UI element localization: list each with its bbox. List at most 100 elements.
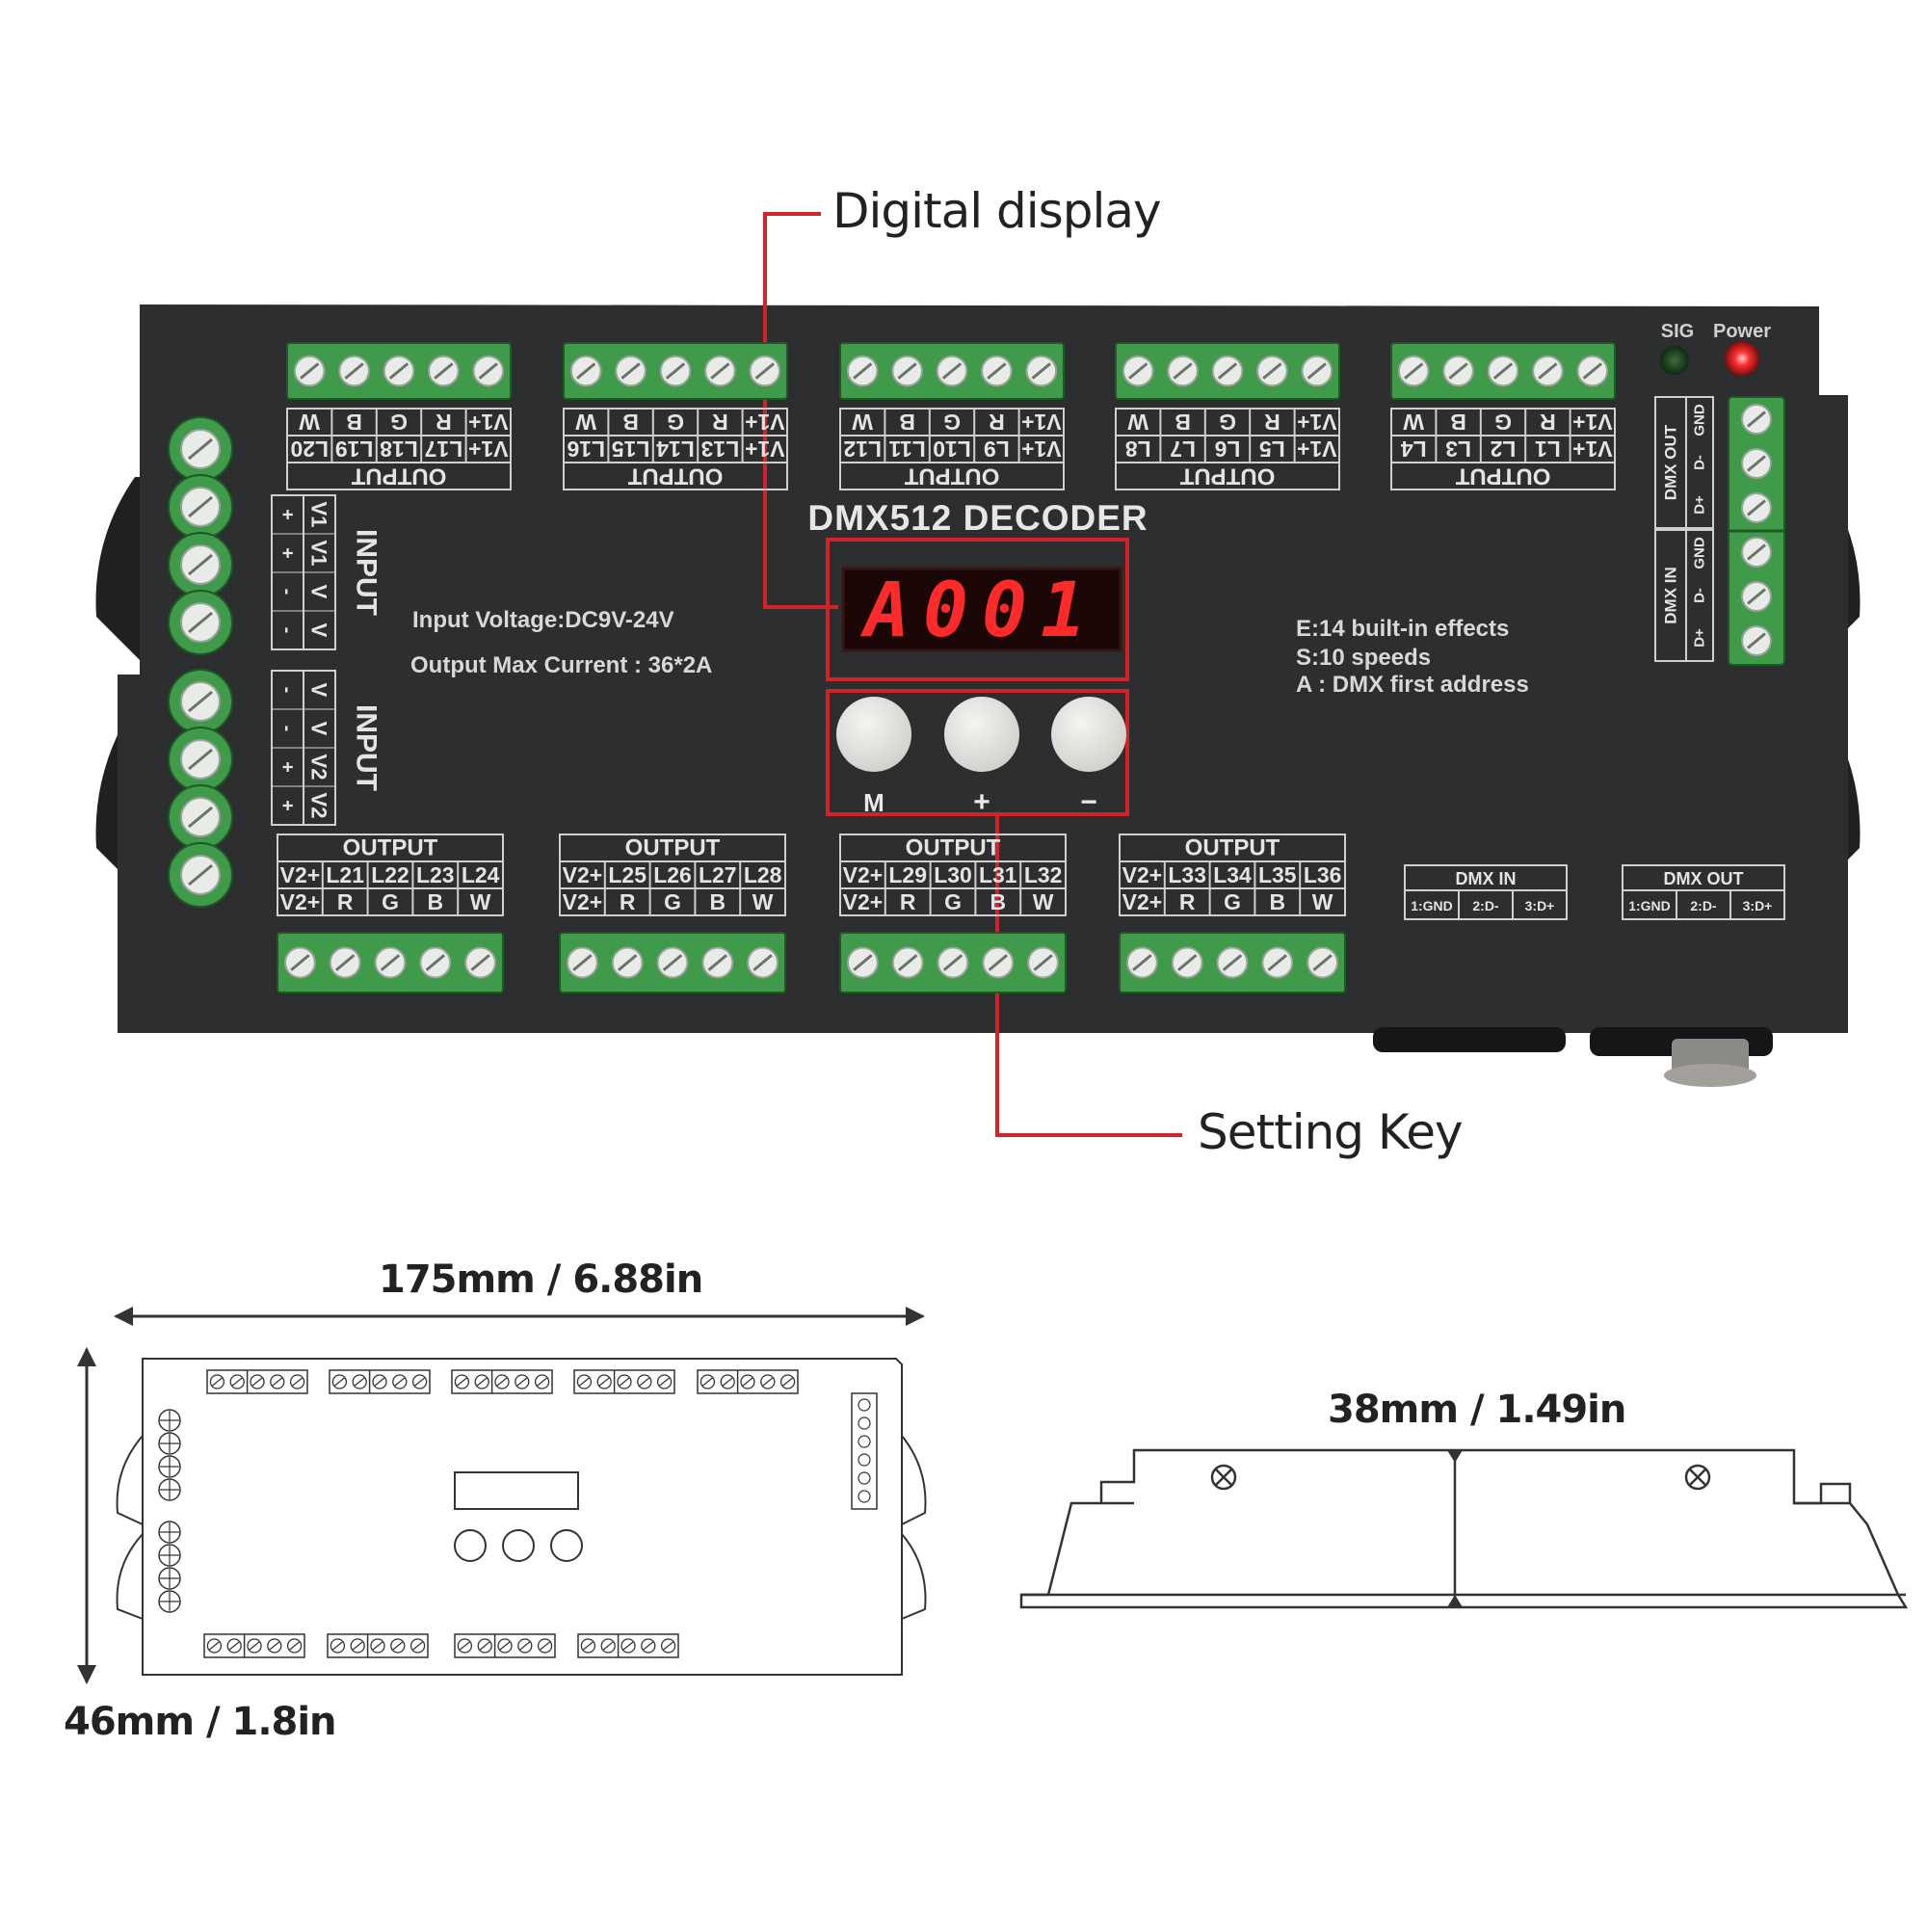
dmx-side-screw[interactable] <box>1741 448 1772 479</box>
terminal-screw[interactable] <box>283 946 316 979</box>
terminal-screw[interactable] <box>566 946 598 979</box>
terminal-screw[interactable] <box>1487 355 1519 387</box>
terminal-screw[interactable] <box>611 946 644 979</box>
terminal-screw[interactable] <box>374 946 407 979</box>
spec-input-voltage: Input Voltage:DC9V-24V <box>412 607 674 633</box>
plus-button-label: + <box>973 786 990 818</box>
terminal-label: L5 <box>1259 437 1285 462</box>
terminal-screw[interactable] <box>891 946 924 979</box>
terminal-label: G <box>1494 410 1512 435</box>
power-label: Power <box>1713 321 1771 342</box>
plus-button[interactable]: + <box>944 697 1019 818</box>
terminal-screw[interactable] <box>472 355 505 387</box>
depth-dimension-label: 38mm / 1.49in <box>1328 1388 1626 1432</box>
terminal-screw[interactable] <box>615 355 647 387</box>
input-screw[interactable] <box>180 602 221 643</box>
terminal-screw[interactable] <box>656 946 689 979</box>
dmx-side-screw[interactable] <box>1741 492 1772 523</box>
terminal-screw[interactable] <box>1025 355 1058 387</box>
terminal-label: L9 <box>984 437 1010 462</box>
terminal-screw[interactable] <box>1442 355 1474 387</box>
input-screw[interactable] <box>180 429 221 469</box>
dmx-side-screw[interactable] <box>1741 581 1772 612</box>
terminal-screw[interactable] <box>1532 355 1564 387</box>
input-pin-sign: + <box>277 509 298 520</box>
terminal-screw[interactable] <box>1167 355 1199 387</box>
terminal-screw[interactable] <box>701 946 734 979</box>
terminal-screw[interactable] <box>1576 355 1609 387</box>
input-screw[interactable] <box>180 739 221 780</box>
terminal-screw[interactable] <box>419 946 452 979</box>
terminal-screw[interactable] <box>846 355 879 387</box>
terminal-screw[interactable] <box>659 355 692 387</box>
input-terminals-v1 <box>168 416 233 655</box>
terminal-screw[interactable] <box>383 355 415 387</box>
terminal-screw[interactable] <box>846 946 879 979</box>
terminal-screw[interactable] <box>1397 355 1430 387</box>
terminal-screw[interactable] <box>749 355 781 387</box>
output-label: OUTPUT <box>904 463 999 490</box>
output-label: OUTPUT <box>1455 463 1550 490</box>
terminal-screw[interactable] <box>937 946 969 979</box>
terminal-screw[interactable] <box>982 946 1015 979</box>
terminal-label: V1+ <box>468 437 508 462</box>
terminal-screw[interactable] <box>1122 355 1154 387</box>
terminal-screw[interactable] <box>338 355 370 387</box>
dmx-side-screw[interactable] <box>1741 404 1772 435</box>
input-screw[interactable] <box>180 544 221 585</box>
terminal-label: W <box>299 410 320 435</box>
minus-button[interactable]: − <box>1051 697 1126 818</box>
terminal-label: L26 <box>653 862 692 887</box>
terminal-label: B <box>1270 889 1286 914</box>
top-terminal-strip-4 <box>1115 342 1340 400</box>
terminal-screw[interactable] <box>891 355 923 387</box>
minus-button-label: − <box>1080 786 1097 818</box>
input-screw[interactable] <box>180 681 221 722</box>
terminal-screw[interactable] <box>1171 946 1203 979</box>
terminal-label: L10 <box>933 437 971 462</box>
outline-terminals <box>158 1369 878 1658</box>
callout-digital-display: Digital display <box>832 183 1162 239</box>
outline-bottom-strip-4 <box>577 1633 679 1658</box>
terminal-label: L3 <box>1445 437 1471 462</box>
terminal-screw[interactable] <box>1256 355 1288 387</box>
side-dmx-pin: D- <box>1692 588 1708 603</box>
terminal-screw[interactable] <box>464 946 497 979</box>
terminal-screw[interactable] <box>747 946 779 979</box>
dmx-side-screw[interactable] <box>1741 625 1772 656</box>
terminal-screw[interactable] <box>428 355 460 387</box>
m-button[interactable]: M <box>836 697 911 817</box>
note-effects: E:14 built-in effects <box>1296 616 1509 642</box>
terminal-screw[interactable] <box>329 946 361 979</box>
terminal-screw[interactable] <box>1216 946 1249 979</box>
terminal-screw[interactable] <box>1125 946 1158 979</box>
terminal-screw[interactable] <box>1301 355 1333 387</box>
callout-setting-key: Setting Key <box>1198 1104 1464 1160</box>
input-screw[interactable] <box>180 855 221 895</box>
input-pin-label: V <box>307 585 331 599</box>
terminal-screw[interactable] <box>704 355 736 387</box>
terminal-label: L22 <box>371 862 409 887</box>
terminal-screw[interactable] <box>936 355 968 387</box>
terminal-screw[interactable] <box>1261 946 1294 979</box>
terminal-screw[interactable] <box>569 355 602 387</box>
side-profile-drawing <box>1019 1448 1909 1609</box>
depth-arrow-bottom <box>1447 1595 1463 1607</box>
terminal-screw[interactable] <box>1211 355 1244 387</box>
terminal-screw[interactable] <box>1027 946 1060 979</box>
terminal-label: R <box>436 410 452 435</box>
terminal-label: B <box>622 410 639 435</box>
terminal-screw[interactable] <box>1307 946 1339 979</box>
terminal-screw[interactable] <box>293 355 326 387</box>
terminal-label: L4 <box>1401 437 1427 462</box>
terminal-screw[interactable] <box>981 355 1013 387</box>
input-screw[interactable] <box>180 797 221 837</box>
dmx-side-screw[interactable] <box>1741 537 1772 568</box>
input-screw[interactable] <box>180 487 221 527</box>
terminal-label: V1+ <box>745 437 784 462</box>
input-pin-label: V <box>307 722 331 736</box>
